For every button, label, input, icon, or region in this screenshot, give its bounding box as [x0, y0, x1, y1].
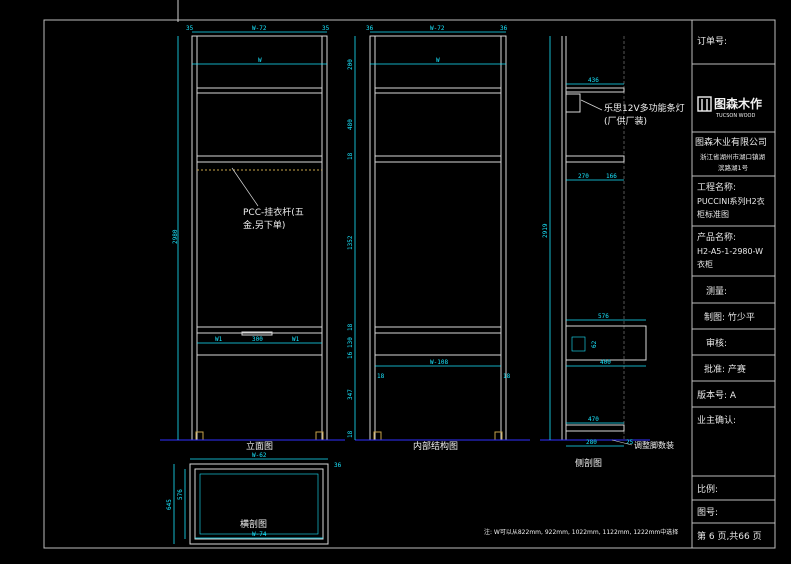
dim-side-drawer-h: 400: [600, 359, 611, 366]
dim-plan-d2: 576: [177, 489, 184, 500]
dim-front-top: W-72: [252, 25, 267, 32]
dim-v-6: 130: [347, 337, 354, 348]
scale-label: 比例:: [697, 483, 718, 495]
drawing-no-label: 图号:: [697, 507, 718, 518]
dim-v-9: 18: [347, 430, 354, 438]
dim-front-mid-a: W1: [215, 336, 223, 343]
dim-side-top: 436: [588, 77, 599, 84]
dim-side-h: 2919: [542, 223, 549, 238]
dim-side-base-b: 25: [626, 439, 634, 446]
dim-side-mid-a: 270: [578, 173, 589, 180]
front-view-label: 立面图: [246, 440, 273, 452]
logo-en: TUCSON WOOD: [715, 113, 755, 119]
approver-label: 批准: 产赛: [704, 363, 746, 375]
side-view-label: 侧剖图: [575, 457, 602, 469]
dim-int-left: 36: [366, 25, 374, 32]
plan-view-label: 横剖图: [240, 518, 267, 530]
internal-view-label: 内部结构图: [413, 440, 458, 452]
company-address-1: 浙江省湖州市湖口镇湖: [700, 152, 766, 161]
dim-v-5: 18: [347, 323, 354, 331]
company-logo: 图森木作 TUCSON WOOD: [697, 96, 762, 119]
dim-side-bottom: 470: [588, 416, 599, 423]
dim-v-7: 16: [347, 351, 354, 359]
dim-side-drawer-s: 62: [591, 340, 598, 348]
dim-plan-top: W-62: [252, 452, 267, 459]
internal-structure-view: W-72 W 36 36 W-108 18 18 200 480 18 1352…: [347, 25, 530, 452]
dim-int-foot-r: 18: [503, 373, 511, 380]
side-section-view: 2919 436 270 166 576 400 62 470 280 25 乐…: [540, 36, 685, 469]
dim-side-base-a: 280: [586, 439, 597, 446]
dim-int-bottom: W-108: [430, 359, 448, 366]
dim-front-w: W: [258, 57, 262, 64]
survey-label: 测量:: [706, 286, 727, 297]
rail-annotation-2: 金,另下单): [243, 219, 285, 231]
dim-int-foot-l: 18: [377, 373, 385, 380]
dim-int-right: 36: [500, 25, 508, 32]
dim-plan-d1: 645: [166, 499, 173, 510]
adjustable-feet-annotation: 调整脚数装: [634, 440, 674, 450]
dim-front-mid-b: 300: [252, 336, 263, 343]
dim-v-8: 347: [347, 389, 354, 400]
logo-cn: 图森木作: [714, 96, 762, 111]
project-name-2: 柜标准图: [697, 209, 729, 219]
dim-int-top: W-72: [430, 25, 445, 32]
dim-plan-bottom: W-74: [252, 531, 267, 538]
dim-front-height: 2980: [172, 229, 179, 244]
dim-side-mid-b: 166: [606, 173, 617, 180]
company-address-2: 滨路湖1号: [718, 163, 749, 172]
page-label: 第 6 页,共66 页: [697, 530, 762, 542]
led-note: (厂供厂装): [604, 115, 647, 127]
dim-side-drawer: 576: [598, 313, 609, 320]
dim-front-right: 35: [322, 25, 330, 32]
dim-plan-side: 36: [334, 462, 342, 469]
front-view: W-72 W 35 35 2980 W1 300 W1 PCC-挂衣杆(五 金,…: [160, 25, 345, 452]
version-label: 版本号: A: [697, 389, 737, 401]
rail-annotation-1: PCC-挂衣杆(五: [243, 206, 304, 218]
dim-v-2: 480: [347, 119, 354, 130]
dim-v-1: 200: [347, 59, 354, 70]
product-name-1: H2-A5-1-2980-W: [697, 247, 763, 256]
product-label: 产品名称:: [697, 231, 736, 243]
project-name-1: PUCCINI系列H2衣: [697, 196, 765, 206]
dim-int-w: W: [436, 57, 440, 64]
product-name-2: 衣柜: [697, 259, 713, 269]
drawing-frame: [43, 19, 776, 549]
dim-v-3: 18: [347, 152, 354, 160]
company-name: 图森木业有限公司: [695, 136, 767, 148]
plan-section-view: W-62 W-74 645 576 36 横剖图: [166, 452, 342, 545]
reviewer-label: 审核:: [706, 337, 727, 349]
project-label: 工程名称:: [697, 181, 736, 193]
title-block: [691, 20, 775, 548]
dim-front-left: 35: [186, 25, 194, 32]
order-no-label: 订单号:: [697, 35, 727, 47]
led-annotation: 乐思12V多功能条灯: [604, 102, 685, 114]
dim-v-4: 1352: [347, 235, 354, 250]
drafter-label: 制图: 竹少平: [704, 311, 755, 323]
width-note: 注: W可以从822mm, 922mm, 1022mm, 1122mm, 122…: [484, 528, 678, 536]
dim-front-mid-c: W1: [292, 336, 300, 343]
owner-confirm-label: 业主确认:: [697, 414, 736, 426]
